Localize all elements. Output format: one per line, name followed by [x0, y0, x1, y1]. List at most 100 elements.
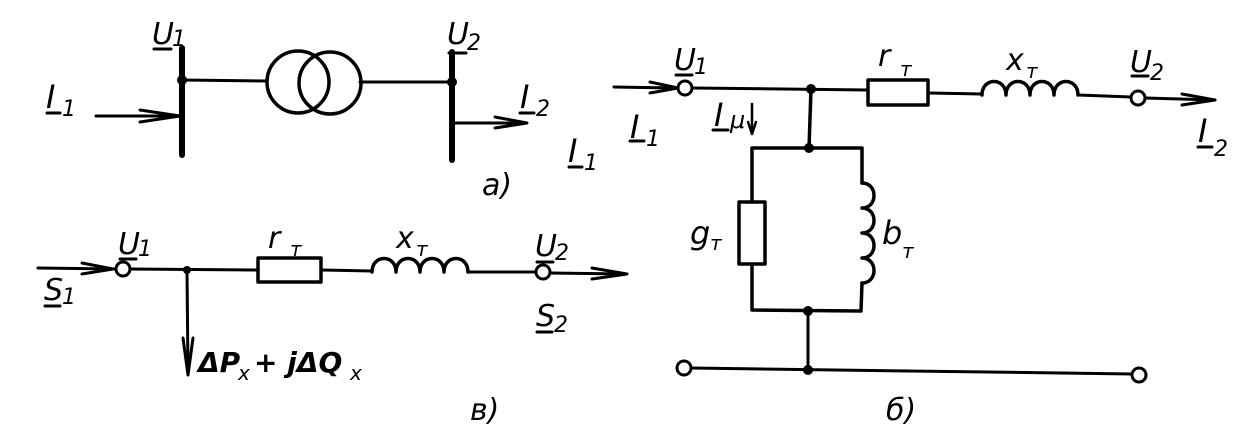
wire: [1076, 93, 1133, 99]
transformer-winding-2: [297, 50, 363, 116]
label-i1-extra: I 1: [567, 132, 598, 176]
arrow-head: [1180, 92, 1217, 107]
power-out-arrow: [548, 271, 627, 276]
resistor-r: [256, 256, 323, 284]
label-r: r т: [268, 221, 303, 261]
wire: [128, 267, 259, 272]
svg-text:1: 1: [62, 97, 76, 122]
svg-text:+ jΔQ: + jΔQ: [254, 346, 342, 379]
svg-text:S: S: [536, 299, 555, 334]
svg-text:1: 1: [172, 27, 186, 52]
return-wire: [689, 366, 1134, 376]
svg-text:т: т: [290, 237, 303, 261]
terminal-out: [534, 263, 552, 281]
current-in-arrow: [612, 85, 680, 90]
terminal-bottom-left: [675, 359, 693, 377]
svg-text:S: S: [44, 273, 63, 308]
svg-text:1: 1: [138, 237, 152, 262]
label-x: x т: [1005, 43, 1039, 83]
arrow-head: [590, 266, 629, 281]
caption-v: в): [470, 393, 499, 428]
svg-text:2: 2: [1214, 137, 1228, 162]
losses-arrow: [185, 268, 190, 374]
wire-left: [180, 78, 269, 83]
arrow-head: [80, 261, 115, 276]
arrow-head: [746, 120, 758, 136]
label-x: x т: [395, 221, 429, 261]
inductor-x: [370, 256, 470, 274]
svg-text:1: 1: [584, 151, 598, 176]
svg-text:x: x: [349, 361, 362, 385]
svg-text:μ: μ: [729, 106, 745, 134]
label-i-mu: I μ: [711, 96, 758, 136]
svg-text:т: т: [900, 57, 913, 81]
svg-text:x: x: [1005, 43, 1024, 78]
diagram-v: U 1 r т x т U 2 S 1 S 2 ΔP x: [36, 221, 629, 428]
svg-text:b: b: [882, 214, 902, 252]
svg-text:I: I: [1198, 112, 1207, 150]
label-i2-out: I 2: [518, 78, 550, 122]
wire: [320, 268, 374, 273]
resistor-g: [737, 200, 767, 266]
arrow-head: [181, 336, 195, 377]
terminal-bottom-right: [1130, 366, 1148, 384]
svg-text:2: 2: [555, 241, 569, 266]
label-b: b т: [882, 214, 915, 263]
svg-text:U: U: [535, 229, 557, 264]
svg-text:I: I: [714, 96, 723, 134]
svg-text:ΔP: ΔP: [196, 346, 241, 379]
terminal-out: [1129, 89, 1147, 107]
resistor-r: [866, 78, 930, 107]
svg-text:2: 2: [1150, 61, 1164, 86]
svg-text:U: U: [152, 17, 174, 52]
label-u1: U 1: [118, 227, 152, 262]
current-out-arrow: [1143, 96, 1217, 102]
inductor-x: [980, 79, 1080, 97]
svg-text:I: I: [630, 108, 639, 146]
svg-text:I: I: [568, 132, 577, 170]
wire: [807, 87, 813, 150]
svg-text:x: x: [395, 221, 414, 256]
arrow-head: [493, 115, 529, 130]
diagram-a: U 1 U 2 I 1 I 2 I 1 а): [45, 17, 598, 203]
transformer-winding-1: [265, 49, 331, 115]
terminal-in: [676, 79, 694, 97]
svg-text:т: т: [710, 231, 723, 255]
svg-text:т: т: [1026, 59, 1039, 83]
wire: [750, 146, 864, 204]
wire: [690, 86, 870, 92]
label-i1-in: I 1: [45, 78, 76, 122]
label-i2: I 2: [1196, 112, 1228, 162]
wire: [927, 91, 984, 96]
label-u1: U 1: [152, 17, 186, 52]
svg-text:I: I: [520, 78, 529, 116]
label-g: g т: [690, 214, 723, 255]
svg-text:т: т: [416, 237, 429, 261]
svg-text:U: U: [674, 43, 696, 78]
label-i1: I 1: [628, 108, 660, 152]
svg-text:U: U: [118, 227, 140, 262]
svg-text:g: g: [690, 214, 710, 252]
svg-text:U: U: [447, 17, 469, 52]
svg-text:1: 1: [62, 285, 76, 310]
svg-text:r: r: [878, 39, 892, 74]
svg-text:2: 2: [467, 31, 481, 56]
caption-a: а): [482, 168, 512, 203]
label-u1: U 1: [674, 43, 708, 80]
diagram-b: U 1 r т x т U 2 I 1 I μ I: [612, 39, 1228, 428]
label-u2: U 2: [535, 229, 569, 266]
caption-b: б): [886, 393, 916, 428]
label-no-load-losses: ΔP x + jΔQ x: [196, 346, 362, 385]
terminal-in: [114, 260, 132, 278]
svg-text:I: I: [46, 78, 55, 116]
label-u2: U 2: [447, 17, 481, 56]
svg-text:2: 2: [554, 313, 568, 338]
label-u2: U 2: [1130, 45, 1164, 86]
power-in-arrow: [36, 266, 118, 271]
wire: [750, 262, 864, 313]
svg-text:U: U: [1130, 45, 1152, 80]
node-bottom: [803, 365, 813, 375]
svg-text:r: r: [268, 221, 282, 256]
arrow-head: [138, 108, 182, 124]
